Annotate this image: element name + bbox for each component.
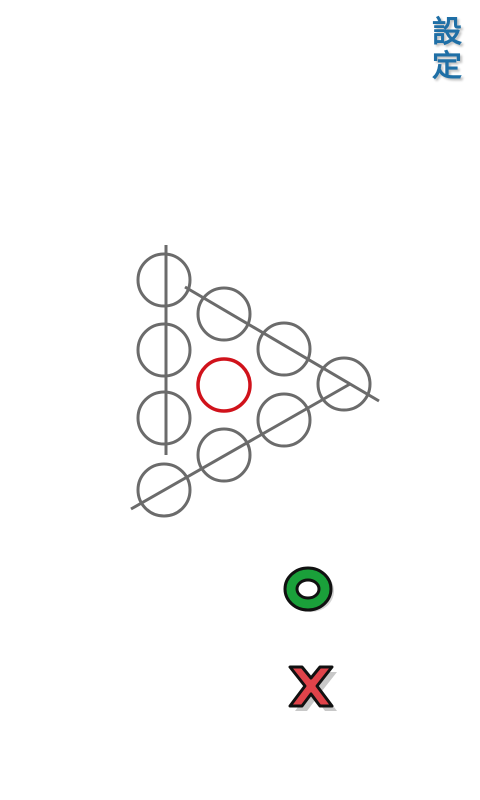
hole-4[interactable]	[136, 462, 192, 518]
settings-button[interactable]: 設 定	[424, 16, 470, 100]
hole-1[interactable]	[136, 252, 192, 308]
cross-x-icon	[288, 665, 334, 708]
hole-9[interactable]	[196, 427, 252, 483]
hole-3[interactable]	[136, 390, 192, 446]
settings-label-char-1: 設	[432, 15, 462, 50]
top-diagonal-guide-line	[184, 285, 380, 403]
settings-label-char-2: 定	[432, 49, 462, 84]
hole-5[interactable]	[196, 286, 252, 342]
center-hole[interactable]	[196, 357, 252, 413]
hole-2[interactable]	[136, 322, 192, 378]
bottom-diagonal-guide-line	[130, 382, 351, 511]
hole-8[interactable]	[256, 392, 312, 448]
hole-7[interactable]	[316, 356, 372, 412]
hole-6[interactable]	[256, 321, 312, 377]
wrong-button[interactable]	[282, 664, 342, 716]
correct-button[interactable]	[280, 562, 340, 618]
